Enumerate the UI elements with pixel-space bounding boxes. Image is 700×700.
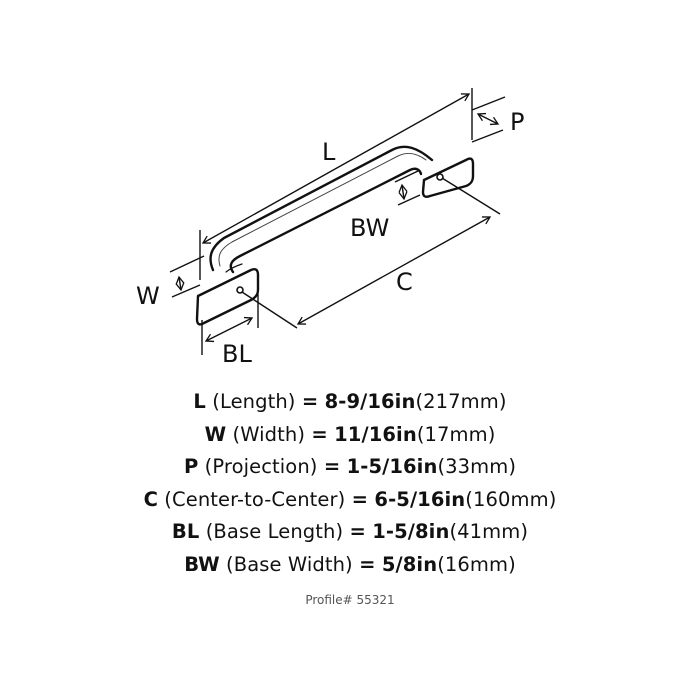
length-label: L [322, 138, 336, 166]
spec-width: W (Width) = 11/16in(17mm) [204, 422, 496, 446]
right-base-plate [421, 157, 475, 198]
spec-base-length: BL (Base Length) = 1-5/8in(41mm) [171, 520, 529, 543]
handle-dimension-diagram: L P BW W C BL [136, 88, 524, 368]
projection-label: P [510, 108, 524, 136]
center-to-center-label: C [396, 268, 413, 296]
spec-center-to-center: C (Center-to-Center) = 6-5/16in(160mm) [143, 487, 557, 511]
spec-length: L (Length) = 8-9/16in(217mm) [193, 390, 507, 413]
spec-base-width: BW (Base Width) = 5/8in(16mm) [184, 552, 516, 576]
width-label: W [136, 282, 160, 310]
base-length-label: BL [222, 340, 252, 368]
spec-projection: P (Projection) = 1-5/16in(33mm) [183, 455, 517, 478]
left-base-plate [195, 268, 260, 326]
dimension-spec-list: L (Length) = 8-9/16in(217mm) W (Width) =… [0, 386, 700, 581]
profile-number: Profile# 55321 [305, 593, 395, 607]
dimension-lines [169, 88, 506, 355]
base-width-label: BW [350, 214, 389, 242]
